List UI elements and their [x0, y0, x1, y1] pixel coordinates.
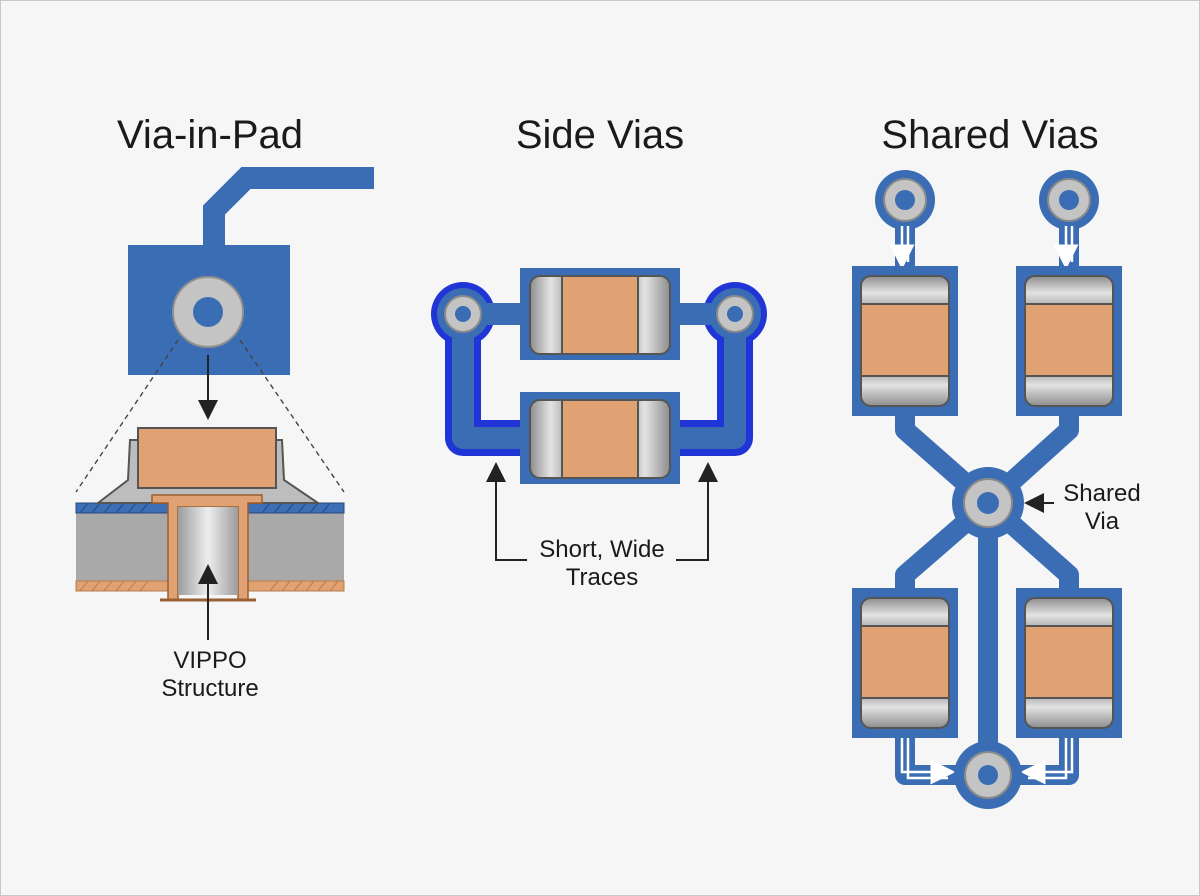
shared-cap-top-left: [852, 266, 958, 416]
side-via-right: [709, 288, 761, 340]
shared-vias-panel: [852, 170, 1122, 809]
shared-top-via-right: [1039, 170, 1099, 230]
pad-trace: [203, 167, 374, 250]
trace-callout-left: [486, 462, 527, 561]
short-wide-traces-label: Short, Wide Traces: [522, 536, 682, 592]
capacitor-top: [520, 268, 680, 360]
shared-cap-bottom-left: [852, 588, 958, 738]
vippo-cross-section: [75, 427, 345, 640]
shared-cap-bottom-right: [1016, 588, 1122, 738]
trace-callout-right: [676, 462, 718, 561]
shared-cap-top-right: [1016, 266, 1122, 416]
vippo-label-line2: Structure: [161, 675, 259, 702]
side-vias-panel: [431, 268, 767, 561]
component-body: [137, 427, 277, 489]
shared-via-label: Shared Via: [1050, 480, 1154, 536]
traces-label-line1: Short, Wide: [539, 536, 665, 563]
via-in-pad-title: Via-in-Pad: [116, 112, 304, 157]
traces-label-line2: Traces: [565, 564, 639, 591]
shared-via-label-line1: Shared: [1063, 480, 1141, 507]
vippo-label: VIPPO Structure: [130, 647, 290, 703]
side-via-left: [437, 288, 489, 340]
side-vias-title: Side Vias: [515, 112, 685, 157]
vippo-label-line1: VIPPO: [173, 647, 247, 674]
projection-line-right: [239, 339, 345, 493]
shared-via-bottom: [954, 741, 1022, 809]
via-in-pad-panel: [75, 167, 374, 640]
capacitor-bottom: [520, 392, 680, 484]
projection-line-left: [75, 339, 179, 493]
shared-vias-title: Shared Vias: [881, 112, 1099, 157]
shared-via-center: [952, 467, 1024, 539]
via-hole: [193, 297, 223, 327]
shared-via-label-line2: Via: [1084, 508, 1120, 535]
shared-top-via-left: [875, 170, 935, 230]
